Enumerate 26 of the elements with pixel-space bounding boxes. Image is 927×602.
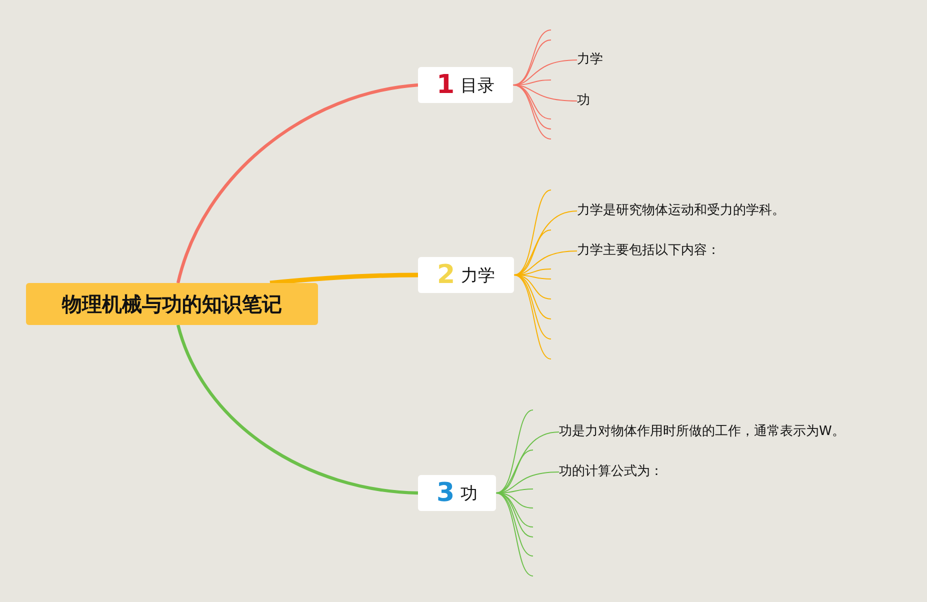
fan-line <box>512 40 552 86</box>
topic-box: 2 力学 <box>418 257 514 293</box>
note-text: 力学主要包括以下内容： <box>577 243 720 259</box>
note-text: 力学是研究物体运动和受力的学科。 <box>577 203 785 219</box>
fan-line <box>514 274 552 360</box>
topic-box: 3 功 <box>418 475 496 511</box>
fan-line <box>512 84 552 140</box>
branch-line <box>270 272 418 286</box>
fan-line <box>514 274 552 300</box>
fan-line <box>514 230 552 276</box>
fan-line <box>496 492 534 538</box>
note-text: 功 <box>577 93 590 109</box>
topic-box: 1 目录 <box>418 67 513 103</box>
fan-line <box>514 210 578 276</box>
fan-line <box>496 492 534 576</box>
title-box: 物理机械与功的知识笔记 <box>26 283 318 325</box>
fan-line <box>496 450 534 494</box>
fan-line <box>514 274 552 320</box>
fan-line <box>496 432 560 494</box>
note-text: 力学 <box>577 52 603 68</box>
note-text: 功是力对物体作用时所做的工作，通常表示为W。 <box>559 424 845 440</box>
note-text: 功的计算公式为： <box>559 464 663 480</box>
branch-line <box>176 83 418 284</box>
fan-line <box>512 84 578 102</box>
branch-line <box>176 324 418 495</box>
fan-line <box>512 30 552 86</box>
